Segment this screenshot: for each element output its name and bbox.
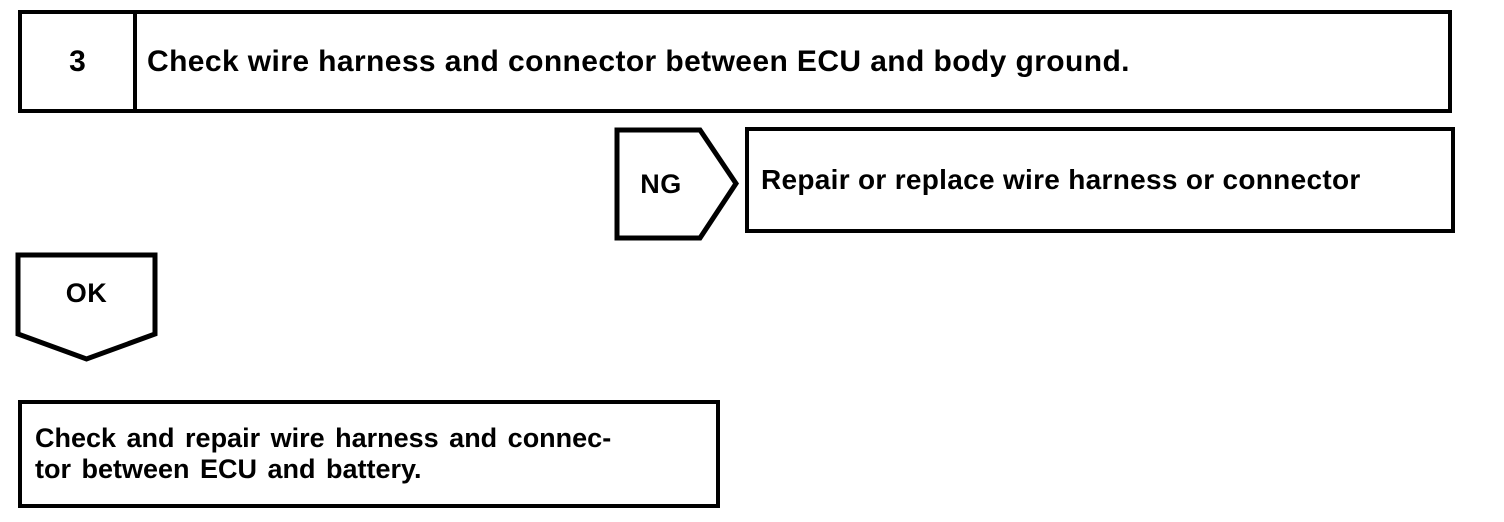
ok-connector: OK: [14, 250, 162, 365]
ok-label: OK: [65, 278, 108, 308]
ng-action-text: Repair or replace wire harness or connec…: [761, 164, 1361, 195]
step-instruction: Check wire harness and connector between…: [147, 44, 1130, 78]
ng-arrow-right-icon: [614, 127, 740, 241]
next-step-text-line1: Check and repair wire harness and connec…: [35, 423, 612, 453]
next-step-text-line2: tor between ECU and battery.: [35, 454, 422, 484]
ng-connector: NG: [612, 125, 742, 243]
step-box: 3 Check wire harness and connector betwe…: [18, 10, 1452, 113]
ng-action-box: Repair or replace wire harness or connec…: [745, 127, 1455, 233]
ng-label: NG: [640, 169, 682, 199]
step-number: 3: [22, 14, 137, 109]
next-step-box: Check and repair wire harness and connec…: [18, 400, 720, 508]
ok-arrow-down-icon: [15, 252, 158, 362]
